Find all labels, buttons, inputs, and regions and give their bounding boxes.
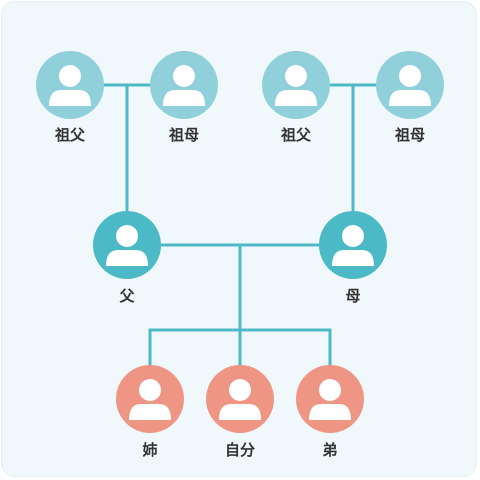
node-paternal-grandfather: 祖父 [36,51,104,144]
label-maternal-grandmother: 祖母 [394,126,425,144]
label-paternal-grandfather: 祖父 [54,126,86,144]
connectors [101,83,379,368]
node-maternal-grandmother: 祖母 [376,51,444,144]
label-self: 自分 [225,441,255,459]
label-mother: 母 [345,287,360,305]
node-self: 自分 [206,365,274,459]
node-father: 父 [93,211,161,305]
node-maternal-grandfather: 祖父 [262,51,330,144]
label-elder-sister: 姉 [142,441,157,459]
node-mother: 母 [319,211,387,305]
node-younger-brother: 弟 [296,365,364,459]
node-elder-sister: 姉 [116,365,184,459]
label-younger-brother: 弟 [322,441,337,459]
label-father: 父 [118,287,135,305]
label-maternal-grandfather: 祖父 [280,126,312,144]
label-paternal-grandmother: 祖母 [168,126,199,144]
node-paternal-grandmother: 祖母 [150,51,218,144]
